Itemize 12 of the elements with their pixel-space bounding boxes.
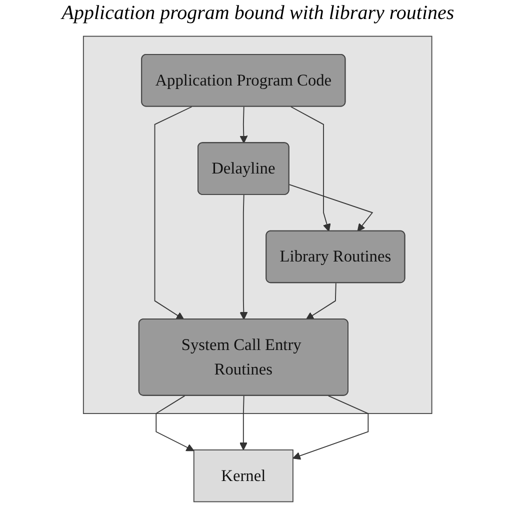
arrow [290,106,332,232]
arrow [240,106,248,144]
diagram-title: Application program bound with library routines [60,2,456,25]
arrow [154,106,193,320]
cluster [83,36,433,414]
node-box: Kernel [194,449,294,502]
arrow [156,395,195,452]
arrow [240,194,248,320]
arrow [306,282,337,320]
arrow [289,184,374,232]
arrow [292,395,369,460]
arrow [240,395,248,450]
